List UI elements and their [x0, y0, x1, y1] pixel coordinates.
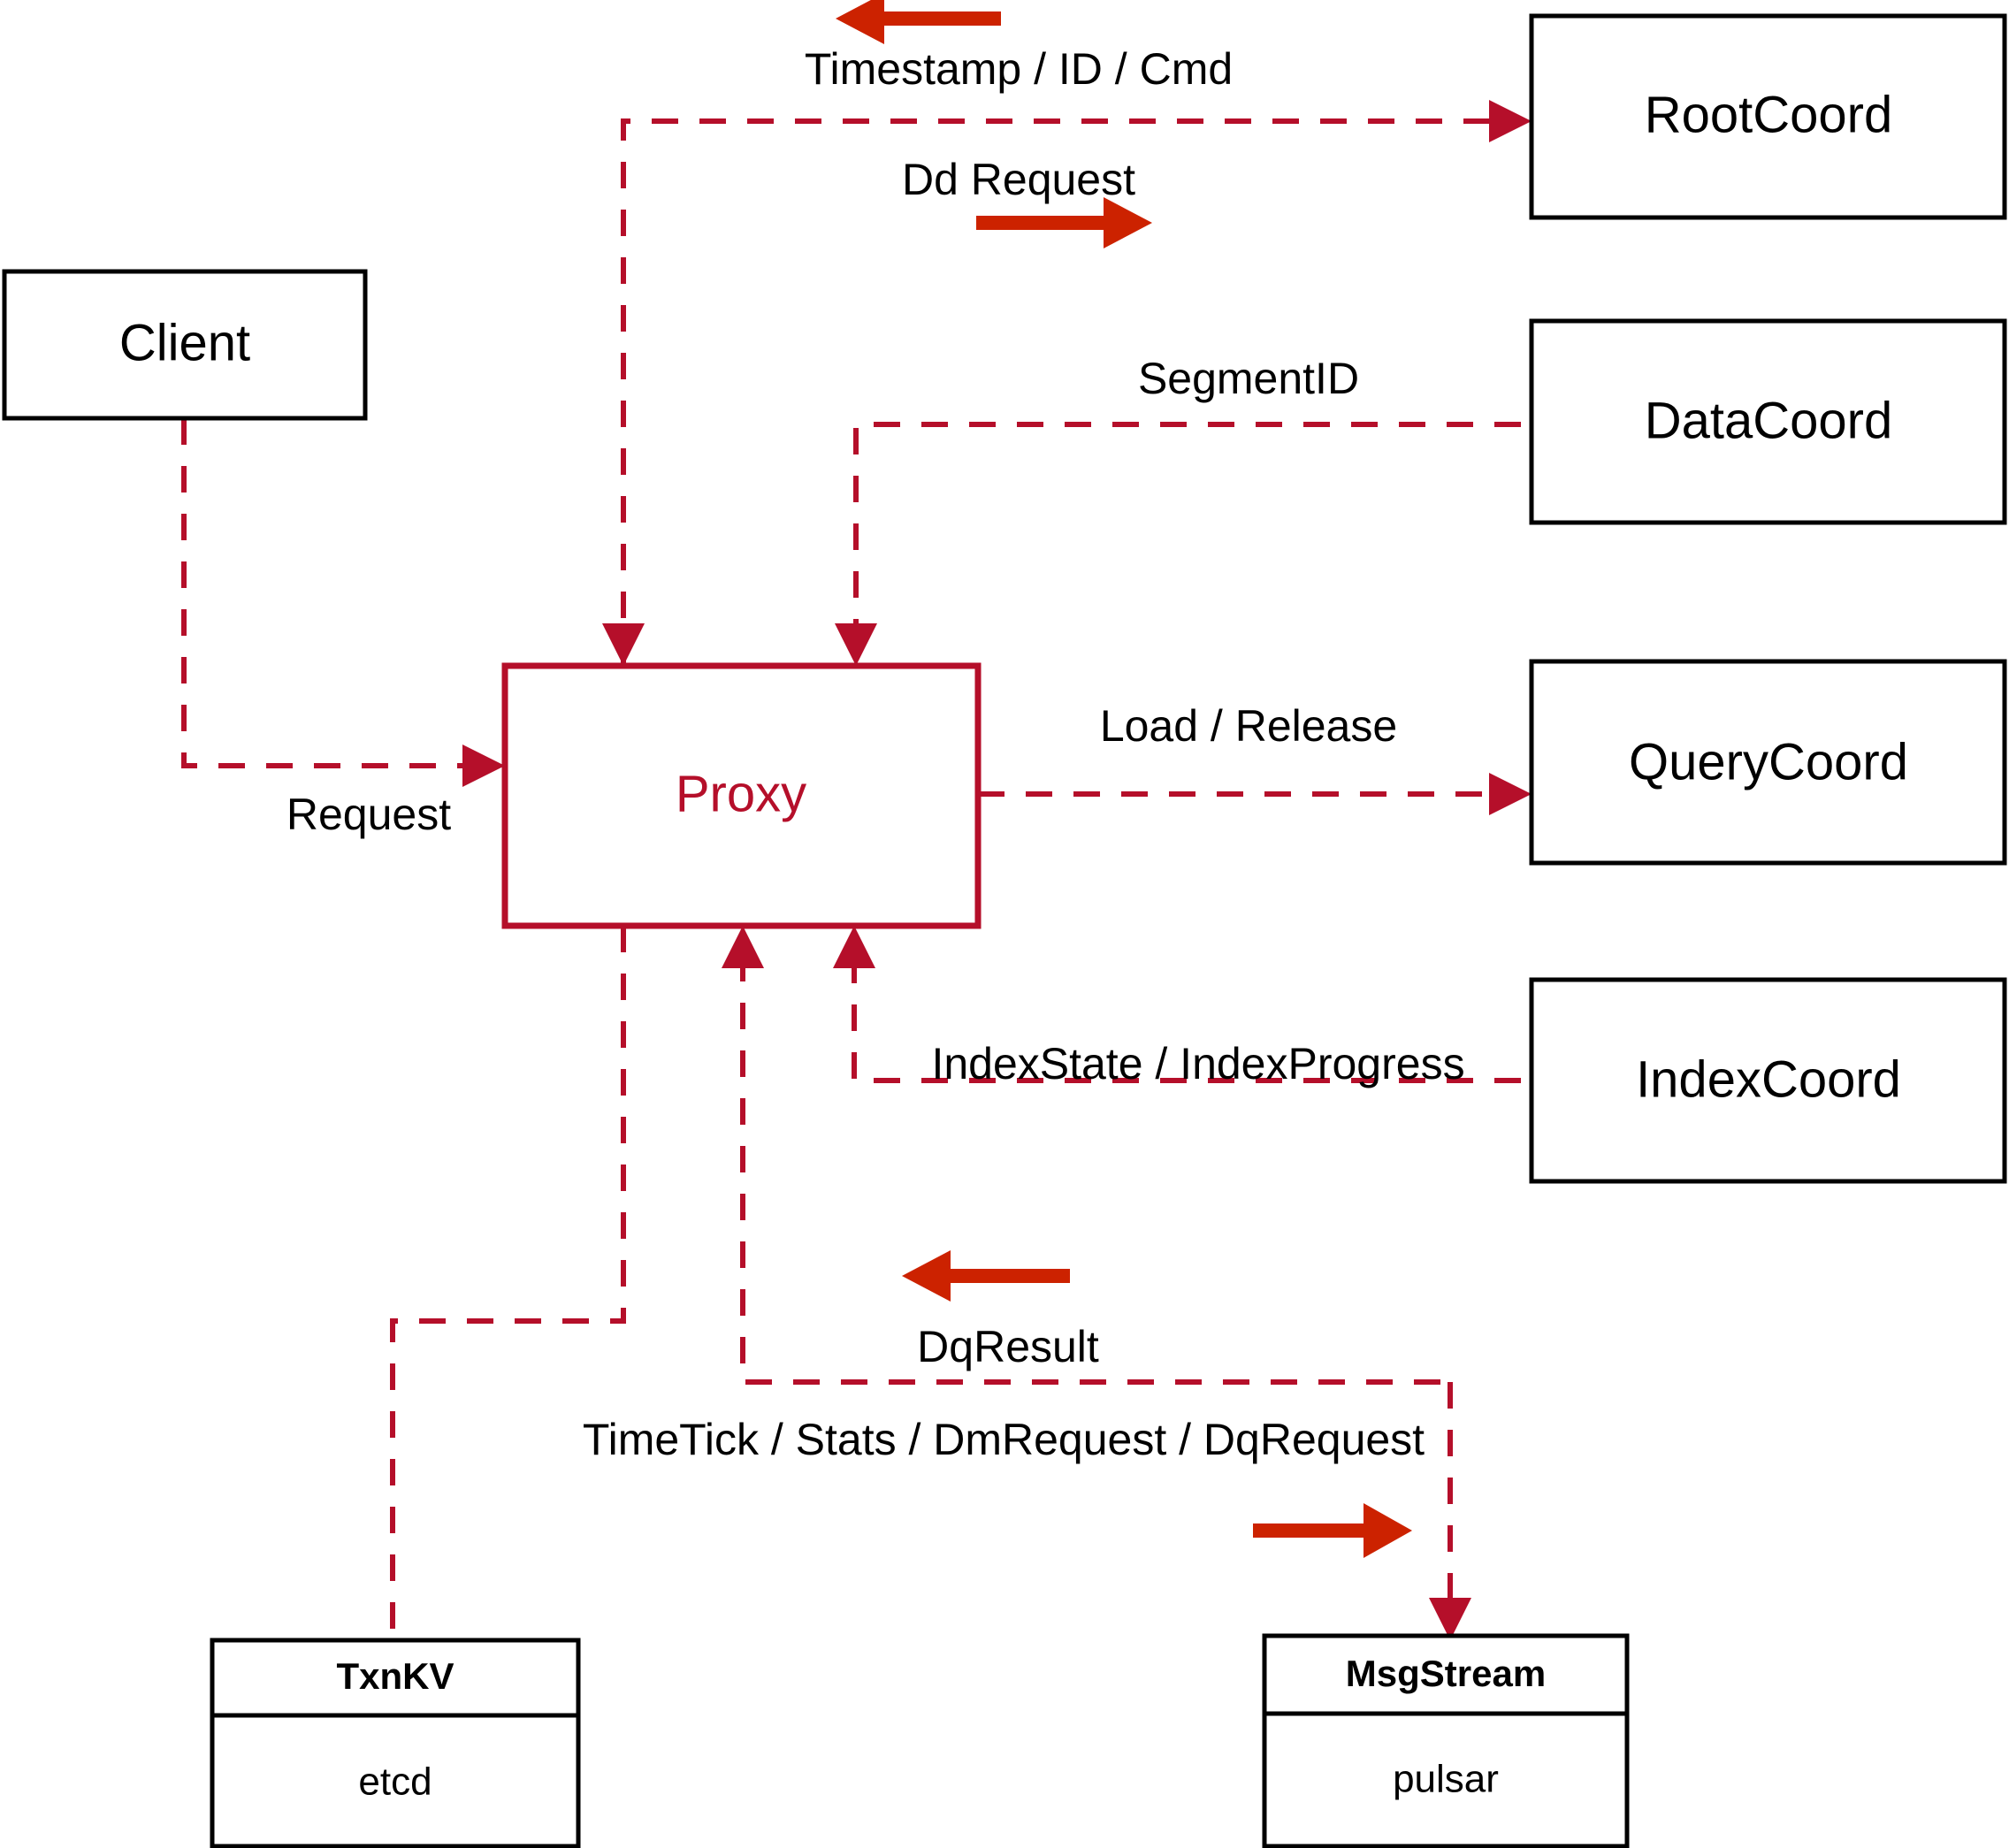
- edge-segment-id: [835, 422, 1521, 666]
- node-index-coord-label: IndexCoord: [1636, 1050, 1901, 1108]
- node-index-coord-rect: [1529, 977, 2007, 1184]
- edge-request: [181, 418, 505, 787]
- flow-arrow-dq-result: [902, 1250, 1070, 1302]
- edge-segment-id-arrowhead: [835, 623, 877, 666]
- edge-label-request: Request: [286, 790, 451, 839]
- edge-index-state-progress: [833, 926, 1521, 1083]
- node-client-label: Client: [119, 314, 250, 371]
- node-msgstream-sublabel: pulsar: [1393, 1758, 1499, 1801]
- flow-arrow-timetick: [1253, 1503, 1412, 1558]
- edge-label-timetick-stats-dm-dq: TimeTick / Stats / DmRequest / DqRequest: [583, 1415, 1425, 1464]
- node-data-coord[interactable]: DataCoord: [1529, 318, 2007, 525]
- node-query-coord[interactable]: QueryCoord: [1529, 659, 2007, 866]
- edge-label-segment-id: SegmentID: [1138, 354, 1359, 403]
- node-data-coord-rect: [1529, 318, 2007, 525]
- edge-label-timestamp-id-cmd: Timestamp / ID / Cmd: [805, 44, 1233, 94]
- edge-label-index-state-progress: IndexState / IndexProgress: [931, 1039, 1464, 1088]
- edge-request-path: [181, 418, 477, 768]
- edge-timestamp-id-cmd-arrowhead: [602, 623, 645, 666]
- edge-load-release-arrowhead: [1489, 773, 1532, 815]
- edge-dq-result: [722, 926, 1450, 1385]
- node-client-rect: [2, 269, 368, 421]
- node-msgstream[interactable]: MsgStream pulsar: [1262, 1633, 1630, 1848]
- node-txnkv[interactable]: TxnKV etcd: [210, 1638, 581, 1848]
- edge-timestamp-id-cmd: [602, 623, 645, 666]
- edge-timetick-stats-dm-dq: [1429, 1382, 1471, 1640]
- edge-dd-request: [621, 100, 1532, 666]
- edge-txnkv-path: [390, 926, 626, 1640]
- edge-msgstream-arrowhead: [1429, 1598, 1471, 1640]
- node-proxy-rect: [501, 662, 982, 929]
- edge-dd-request-path: [621, 118, 1503, 666]
- edge-txnkv-link: [390, 926, 626, 1640]
- flow-arrow-dd-request: [976, 197, 1152, 248]
- node-txnkv-sublabel: etcd: [358, 1760, 432, 1804]
- node-txnkv-rect: [210, 1638, 581, 1848]
- node-query-coord-label: QueryCoord: [1629, 733, 1908, 790]
- node-index-coord[interactable]: IndexCoord: [1529, 977, 2007, 1184]
- edge-dd-request-arrowhead: [1489, 100, 1532, 142]
- edge-label-dd-request: Dd Request: [902, 155, 1135, 204]
- node-query-coord-rect: [1529, 659, 2007, 866]
- edge-label-dq-result: DqResult: [917, 1322, 1099, 1371]
- edge-dq-result-arrowhead: [722, 926, 764, 968]
- edge-index-state-progress-arrowhead: [833, 926, 875, 968]
- node-data-coord-label: DataCoord: [1645, 392, 1892, 449]
- edge-label-load-release: Load / Release: [1100, 701, 1397, 751]
- flow-arrow-timestamp-id-cmd: [836, 0, 1001, 44]
- edge-load-release: [978, 773, 1532, 815]
- node-proxy-label: Proxy: [676, 765, 806, 822]
- node-msgstream-label: MsgStream: [1346, 1653, 1546, 1694]
- node-msgstream-rect: [1262, 1633, 1630, 1848]
- node-txnkv-label: TxnKV: [336, 1655, 454, 1697]
- node-proxy[interactable]: Proxy: [501, 662, 982, 929]
- edge-segment-id-path: [853, 422, 1521, 666]
- edge-request-arrowhead: [462, 745, 505, 787]
- node-client[interactable]: Client: [2, 269, 368, 421]
- node-root-coord[interactable]: RootCoord: [1529, 13, 2007, 220]
- node-root-coord-rect: [1529, 13, 2007, 220]
- node-root-coord-label: RootCoord: [1645, 86, 1892, 143]
- edge-dq-result-path: [740, 955, 1450, 1385]
